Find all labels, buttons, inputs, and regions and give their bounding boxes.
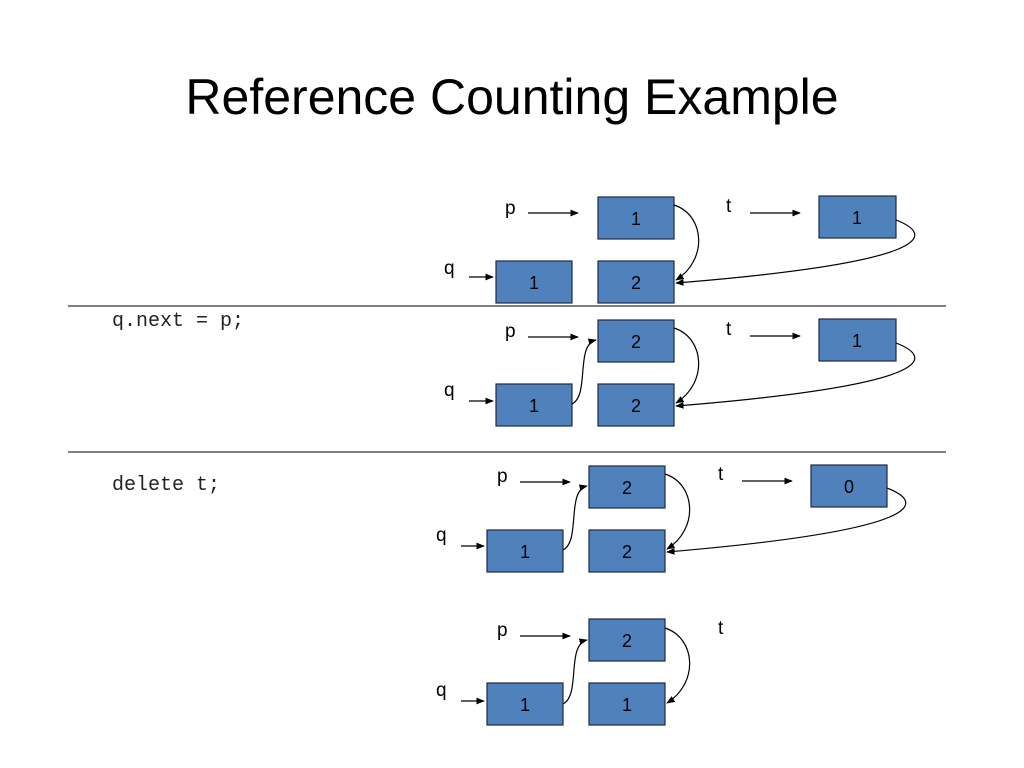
p-node-count: 2	[622, 478, 632, 498]
next-node-count: 2	[631, 396, 641, 416]
p-next-link	[673, 204, 700, 281]
pointer-t-label: t	[726, 196, 732, 217]
next-node-count: 2	[631, 273, 641, 293]
q-next-link	[571, 338, 597, 405]
pointer-t-label: t	[718, 618, 724, 639]
q-node-count: 1	[529, 396, 539, 416]
pointer-p-label: p	[505, 198, 516, 219]
next-node	[588, 529, 666, 573]
t-next-link	[675, 219, 916, 286]
q-node-count: 1	[520, 695, 530, 715]
q-node	[486, 529, 564, 573]
t-next-link	[666, 487, 907, 555]
t-next-link	[675, 342, 916, 409]
slide-title: Reference Counting Example	[185, 69, 839, 125]
next-node-count: 1	[622, 695, 632, 715]
diagram-after-delete: p 2 t 0 q 1 2	[436, 464, 907, 573]
t-node-count: 1	[852, 331, 862, 351]
q-next-link	[562, 484, 588, 551]
q-node	[486, 682, 564, 726]
next-node	[588, 682, 666, 726]
q-next-link	[562, 638, 588, 705]
statement-delete-t: delete t;	[112, 474, 221, 497]
p-next-link	[664, 473, 691, 550]
pointer-q-label: q	[444, 258, 455, 279]
p-node	[588, 465, 666, 509]
pointer-p-label: p	[505, 321, 516, 342]
t-node	[818, 318, 897, 362]
diagram-initial: p 1 t 1 q 1 2	[444, 195, 916, 304]
pointer-p-label: p	[497, 466, 508, 487]
p-node-count: 2	[631, 332, 641, 352]
t-node	[810, 464, 888, 508]
p-node	[597, 196, 675, 240]
next-node-count: 2	[622, 542, 632, 562]
t-node-count: 1	[852, 208, 862, 228]
q-node-count: 1	[529, 273, 539, 293]
pointer-p-label: p	[497, 620, 508, 641]
pointer-q-label: q	[436, 680, 447, 701]
statement-q-next: q.next = p;	[112, 310, 245, 333]
pointer-q-label: q	[444, 380, 455, 401]
p-next-link	[673, 327, 700, 404]
diagram-after-assign: p 2 t 1 q 1 2	[444, 318, 916, 427]
p-node-count: 1	[631, 209, 641, 229]
next-node	[597, 383, 675, 427]
pointer-t-label: t	[718, 464, 724, 485]
pointer-q-label: q	[436, 525, 447, 546]
q-node	[495, 383, 573, 427]
pointer-t-label: t	[726, 319, 732, 340]
p-next-link	[664, 627, 691, 704]
next-node	[597, 260, 675, 304]
p-node-count: 2	[622, 631, 632, 651]
p-node	[597, 319, 675, 363]
q-node-count: 1	[520, 542, 530, 562]
diagram-after-free: p 2 t q 1 1	[436, 618, 724, 726]
q-node	[495, 260, 573, 304]
p-node	[588, 618, 666, 662]
t-node-count: 0	[844, 477, 854, 497]
t-node	[818, 195, 897, 239]
